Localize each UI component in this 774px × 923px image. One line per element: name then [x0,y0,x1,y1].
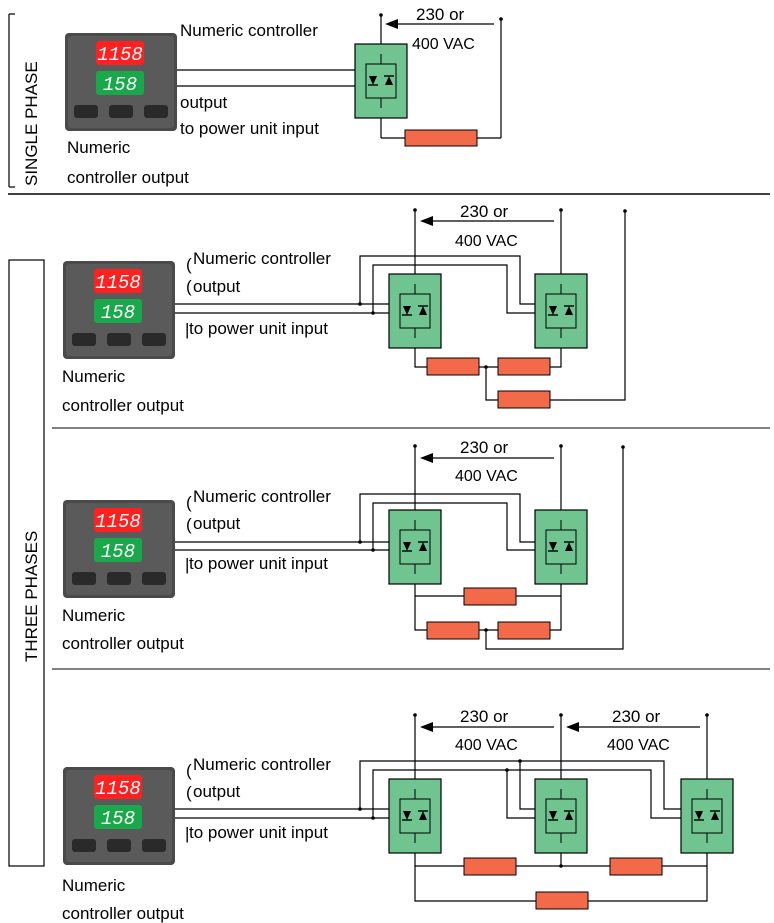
panel-three-phase-2-modules-a: 1158 158 230 or 400 VAC ( ( | N [62,202,627,415]
svg-text:|: | [185,555,189,574]
controller-caption: output [193,277,241,296]
voltage-arrow [420,722,554,732]
controller-caption: to power unit input [189,319,328,338]
voltage-arrow [566,722,700,732]
numeric-controller: 1158 158 [63,261,175,359]
voltage-label: 230 or [612,707,661,726]
controller-caption: to power unit input [189,554,328,573]
svg-text:(: ( [186,493,192,512]
display-process-value: 1158 [95,778,141,800]
svg-text:|: | [185,824,189,843]
load-resistor [497,621,551,640]
load-resistor [463,857,517,876]
power-module [534,273,588,349]
voltage-arrow [420,216,554,226]
voltage-label: 400 VAC [607,737,670,754]
controller-caption: Numeric controller [193,249,331,268]
three-phases-section: THREE PHASES [8,259,45,867]
display-setpoint-value: 158 [101,302,135,324]
load-resistor [535,891,589,910]
power-module [388,778,442,854]
voltage-label: 400 VAC [455,468,518,485]
controller-caption: Numeric [62,606,126,625]
svg-text:(: ( [186,515,192,534]
controller-caption: Numeric [67,138,131,157]
voltage-label: 230 or [460,202,509,221]
controller-caption: controller output [62,904,184,923]
numeric-controller: 1158 158 [63,500,175,598]
display-setpoint-value: 158 [101,541,135,563]
controller-caption: Numeric [62,367,126,386]
svg-text:(: ( [186,277,192,296]
power-module [534,509,588,585]
load-resistor [426,621,480,640]
controller-caption: controller output [67,168,189,187]
controller-caption: Numeric [62,876,126,895]
voltage-label: 400 VAC [455,737,518,754]
controller-caption: controller output [62,396,184,415]
power-module [354,43,408,119]
load-resistor [404,129,478,147]
controller-caption: output [193,782,241,801]
voltage-label: 230 or [460,707,509,726]
power-module [680,778,734,854]
single-phase-section: SINGLE PHASE [8,13,41,188]
controller-caption: output [180,93,228,112]
voltage-arrow [420,453,554,463]
voltage-label: 400 VAC [455,233,518,250]
voltage-arrow [385,19,494,29]
panel-three-phase-2-modules-b: 1158 158 230 or 400 VAC ( ( | [62,438,625,653]
three-phases-label: THREE PHASES [22,531,41,662]
display-process-value: 1158 [95,511,141,533]
panel-single-phase: 1158 158 230 or 400 VAC Numeric controll… [65,5,503,187]
load-resistor [497,390,551,409]
numeric-controller: 1158 158 [65,33,177,131]
controller-caption: to power unit input [189,823,328,842]
controller-caption: to power unit input [180,119,319,138]
svg-text:(: ( [186,783,192,802]
voltage-label: 400 VAC [412,36,475,53]
single-phase-label: SINGLE PHASE [22,61,41,186]
power-module [388,273,442,349]
load-resistor [463,587,517,606]
controller-caption: Numeric controller [193,755,331,774]
load-resistor [609,857,663,876]
numeric-controller: 1158 158 [63,767,175,865]
svg-text:|: | [185,320,189,339]
power-module [388,509,442,585]
controller-caption: controller output [62,634,184,653]
display-setpoint-value: 158 [103,74,137,96]
controller-caption: Numeric controller [180,21,318,40]
panel-three-phase-3-modules: 1158 158 230 or 400 VAC 230 or [62,707,734,923]
display-process-value: 1158 [97,44,143,66]
svg-text:(: ( [186,761,192,780]
load-resistor [497,357,551,376]
svg-text:(: ( [186,255,192,274]
display-setpoint-value: 158 [101,808,135,830]
controller-caption: Numeric controller [193,487,331,506]
load-resistor [426,357,480,376]
controller-caption: output [193,514,241,533]
voltage-label: 230 or [416,5,465,24]
power-module [534,778,588,854]
voltage-label: 230 or [460,438,509,457]
display-process-value: 1158 [95,272,141,294]
